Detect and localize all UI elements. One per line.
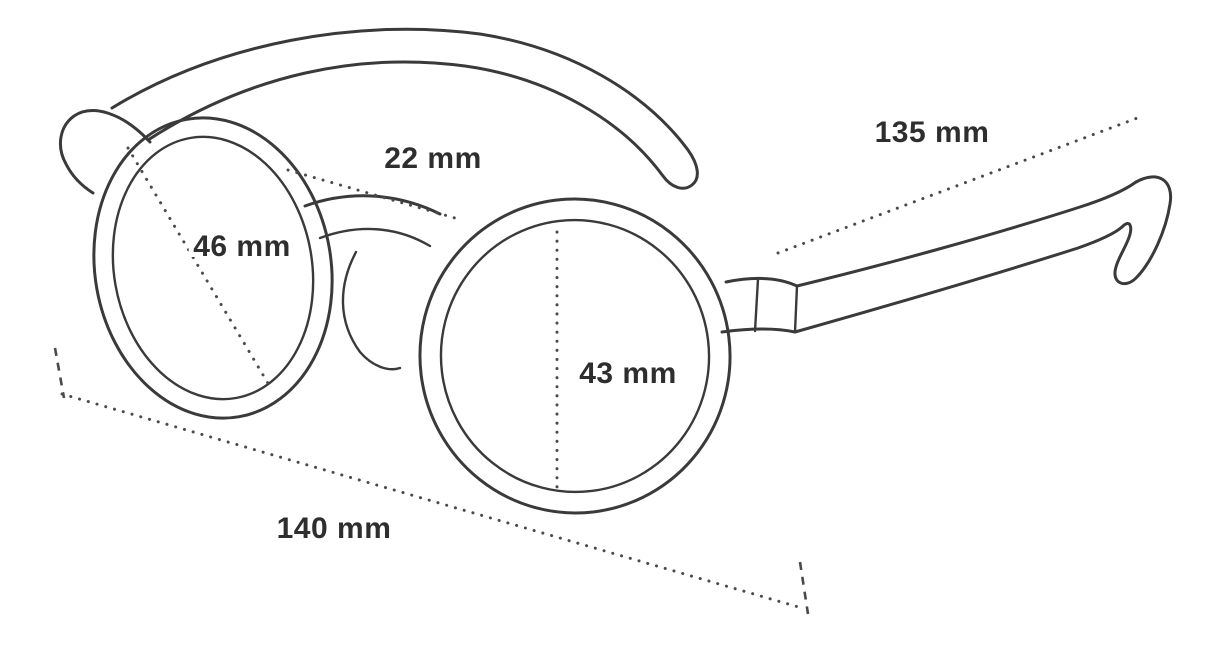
right-lens-inner-rim xyxy=(439,218,711,494)
near-temple-bottom-edge xyxy=(793,225,1124,334)
measurement-lens-width: 46 mm xyxy=(126,146,295,392)
frame-width-dotted-line xyxy=(60,392,804,610)
right-lens-outer-rim xyxy=(418,197,732,515)
lens-height-label: 43 mm xyxy=(579,357,677,390)
temple-length-label: 135 mm xyxy=(875,116,990,149)
right-endpiece-bottom xyxy=(720,327,797,334)
bridge-top-edge xyxy=(303,194,442,216)
hinge-line-inner xyxy=(753,277,760,333)
lens-width-dotted-line xyxy=(126,146,274,392)
glasses-outline xyxy=(58,27,1173,515)
measurement-frame-width: 140 mm xyxy=(53,347,810,615)
measurement-temple-length: 135 mm xyxy=(776,111,1142,255)
measurement-lens-height: 43 mm xyxy=(555,230,681,490)
far-temple-arm xyxy=(110,27,699,190)
measurements: 46 mm 22 mm 43 mm 135 mm 1 xyxy=(53,111,1142,615)
bridge-bottom-edge xyxy=(318,227,432,248)
near-temple-top-edge xyxy=(795,180,1138,288)
lens-width-label: 46 mm xyxy=(193,230,291,263)
temple-length-dotted-line xyxy=(776,115,1142,255)
hinge-line-outer xyxy=(793,284,799,334)
right-endpiece-top xyxy=(724,277,799,288)
frame-width-label: 140 mm xyxy=(277,512,392,545)
nose-pad-curve xyxy=(341,250,402,371)
left-lens-inner-rim xyxy=(111,135,315,401)
ear-hook xyxy=(1113,175,1173,286)
frame-width-right-tick xyxy=(798,561,810,615)
measurement-bridge-width: 22 mm xyxy=(286,137,486,220)
left-lens-outer-rim xyxy=(92,116,334,420)
left-endpiece xyxy=(58,109,152,195)
bridge-width-label: 22 mm xyxy=(384,142,482,175)
frame-width-left-tick xyxy=(53,347,66,399)
bridge-width-dotted-line xyxy=(286,168,457,220)
